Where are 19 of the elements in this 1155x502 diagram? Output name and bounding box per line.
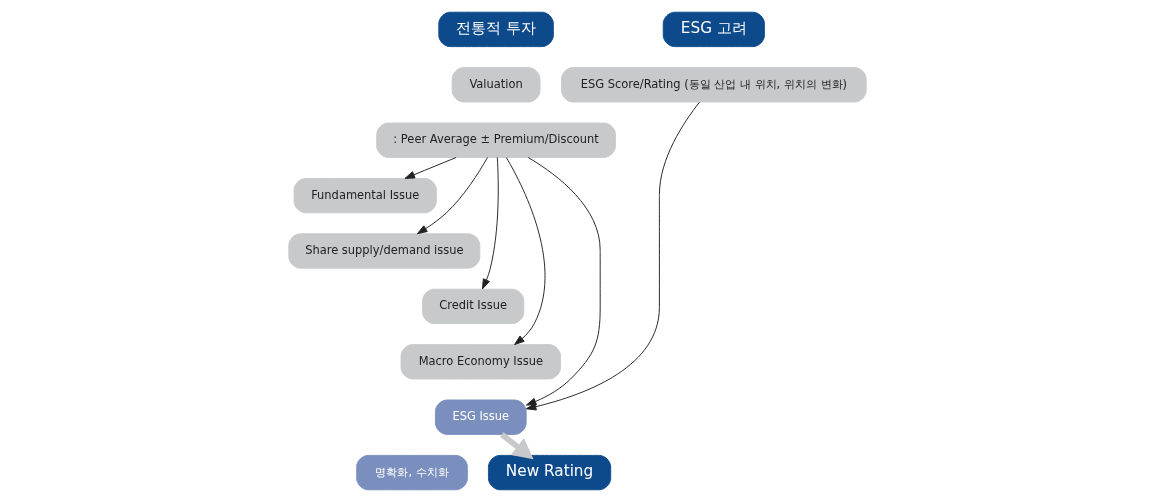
arrow (404, 157, 457, 179)
node-box: Fundamental Issue (293, 177, 437, 214)
arrow (525, 101, 700, 411)
arrow (500, 432, 534, 460)
arrow (416, 156, 488, 235)
node-box: Valuation (451, 67, 541, 103)
node-box: Credit Issue (422, 288, 525, 325)
node-box: Macro Economy Issue (400, 344, 562, 380)
node-box: ESG 고려 (662, 11, 765, 48)
node-box: ESG Issue (434, 399, 527, 435)
arrow (505, 157, 546, 346)
node-box: ESG Score/Rating (동일 산업 내 위치, 위치의 변화) (561, 67, 867, 103)
node-box: : Peer Average ± Premium/Discount (376, 122, 616, 158)
arrow (525, 157, 601, 406)
node-box: 명확화, 수치화 (356, 454, 468, 491)
node-box: Share supply/demand issue (288, 233, 481, 269)
arrow (482, 157, 499, 290)
node-box: 전통적 투자 (438, 11, 554, 48)
node-box: New Rating (487, 454, 612, 491)
